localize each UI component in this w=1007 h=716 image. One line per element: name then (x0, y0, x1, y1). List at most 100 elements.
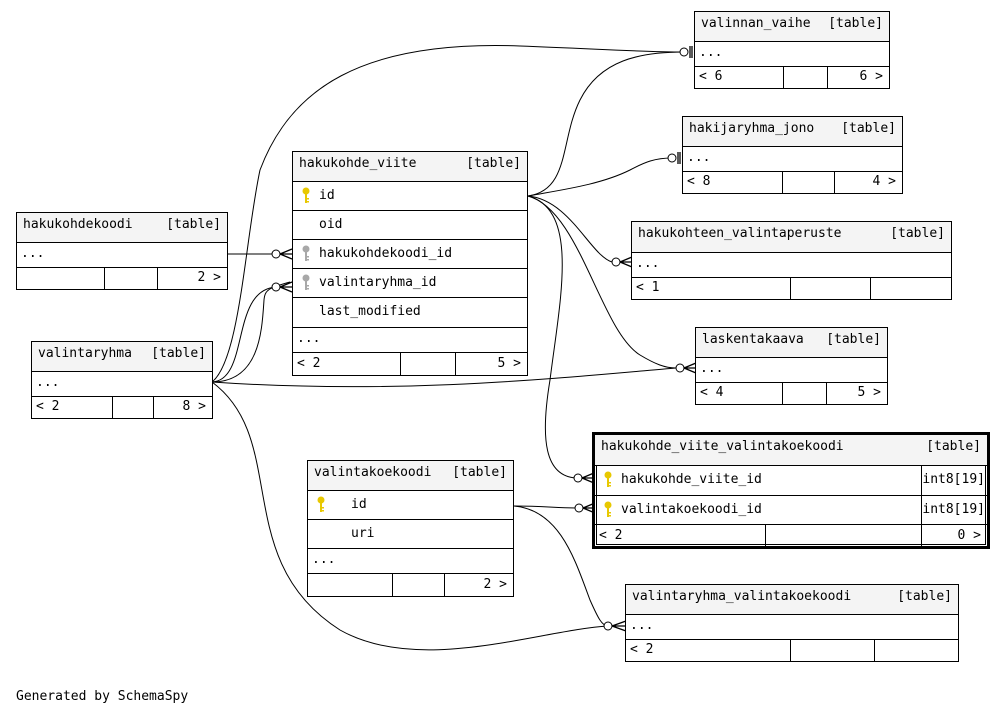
table-name[interactable]: hakukohdekoodi (23, 217, 133, 232)
table-name[interactable]: hakijaryhma_jono (689, 121, 815, 136)
relation-line (527, 51, 685, 197)
parents-count[interactable]: < 2 (32, 396, 113, 418)
table-header: valintaryhma [table] (32, 342, 212, 372)
parents-count[interactable] (308, 574, 393, 596)
table-tag: [table] (452, 465, 507, 480)
children-count[interactable]: 0 > (957, 528, 981, 543)
table-hakukohde-viite-valintakoekoodi[interactable]: hakukohde_viite_valintakoekoodi [table] … (592, 432, 990, 549)
table-name[interactable]: valintaryhma (38, 346, 132, 361)
parents-count[interactable]: < 2 (626, 639, 791, 661)
relation-many-marker (279, 281, 293, 293)
parents-count[interactable]: < 1 (632, 277, 791, 299)
children-count[interactable] (875, 639, 958, 661)
table-name[interactable]: laskentakaava (702, 332, 804, 347)
relation-line (211, 381, 609, 651)
relation-optional-marker (611, 257, 621, 267)
children-count[interactable] (871, 277, 951, 299)
column-name: id (351, 497, 367, 512)
ellipsis-text: ... (36, 375, 60, 390)
column-row[interactable]: valintakoekoodi_id int8[19] (595, 496, 987, 525)
children-count[interactable]: 8 > (182, 399, 206, 414)
table-valintaryhma[interactable]: valintaryhma [table] ... < 2 8 > (31, 341, 213, 419)
parents-count[interactable] (17, 267, 105, 289)
column-row[interactable]: oid (293, 211, 527, 240)
ellipsis-text: ... (699, 45, 723, 60)
table-name[interactable]: valintaryhma_valintakoekoodi (632, 589, 852, 604)
columns-placeholder: ... (696, 358, 887, 383)
table-valintaryhma-valintakoekoodi[interactable]: valintaryhma_valintakoekoodi [table] ...… (625, 584, 959, 662)
table-header: valintaryhma_valintakoekoodi [table] (626, 585, 958, 615)
table-name[interactable]: valintakoekoodi (314, 465, 432, 480)
column-row[interactable]: id (293, 182, 527, 211)
table-tag: [table] (897, 589, 952, 604)
columns-placeholder: ... (626, 615, 958, 640)
table-tag: [table] (926, 439, 981, 454)
table-hakijaryhma-jono[interactable]: hakijaryhma_jono [table] ... < 8 4 > (682, 116, 903, 194)
parents-count[interactable]: < 6 (695, 66, 784, 88)
key-icon (604, 471, 612, 487)
key-icon (302, 274, 310, 290)
relation-line (211, 45, 685, 383)
parents-count[interactable]: < 8 (683, 171, 783, 193)
ellipsis-text: ... (700, 361, 724, 376)
table-header: hakukohteen_valintaperuste [table] (632, 222, 951, 253)
column-row[interactable]: id (308, 491, 513, 520)
table-nav: < 4 5 > (696, 382, 887, 404)
column-row[interactable]: uri (308, 520, 513, 549)
table-header: hakijaryhma_jono [table] (683, 117, 902, 147)
children-count[interactable]: 2 > (483, 577, 507, 592)
children-count[interactable]: 2 > (197, 270, 221, 285)
relation-optional-marker (573, 473, 583, 483)
children-count[interactable]: 6 > (859, 69, 883, 84)
table-valintakoekoodi[interactable]: valintakoekoodi [table] id uri ... 2 > (307, 460, 514, 597)
column-row[interactable]: last_modified (293, 298, 527, 328)
table-nav: < 8 4 > (683, 171, 902, 193)
table-nav: < 6 6 > (695, 66, 889, 88)
column-row[interactable]: hakukohde_viite_id int8[19] (595, 466, 987, 496)
column-name: hakukohde_viite_id (621, 472, 762, 487)
nav-spacer (393, 574, 445, 596)
table-tag: [table] (841, 121, 896, 136)
columns-placeholder: ... (632, 253, 951, 278)
columns-placeholder: ... (308, 549, 513, 574)
children-count[interactable]: 5 > (497, 356, 521, 371)
relation-line (513, 505, 577, 509)
column-name: valintaryhma_id (319, 275, 437, 290)
table-name[interactable]: hakukohteen_valintaperuste (638, 226, 842, 241)
table-valinnan-vaihe[interactable]: valinnan_vaihe [table] ... < 6 6 > (694, 11, 890, 89)
table-nav: < 1 (632, 277, 951, 299)
nav-spacer (105, 267, 158, 289)
table-nav: 2 > (308, 574, 513, 596)
table-header: hakukohdekoodi [table] (17, 213, 227, 243)
table-hakukohteen-valintaperuste[interactable]: hakukohteen_valintaperuste [table] ... <… (631, 221, 952, 300)
parents-count[interactable]: < 4 (696, 382, 783, 404)
table-name[interactable]: valinnan_vaihe (701, 16, 811, 31)
relation-optional-marker (271, 282, 281, 292)
columns-placeholder: ... (32, 372, 212, 397)
nav-spacer (784, 66, 828, 88)
column-name: id (319, 188, 335, 203)
column-row[interactable]: valintaryhma_id (293, 269, 527, 298)
table-hakukohdekoodi[interactable]: hakukohdekoodi [table] ... 2 > (16, 212, 228, 290)
children-count[interactable]: 4 > (872, 174, 896, 189)
relation-optional-marker (271, 249, 281, 259)
table-tag: [table] (166, 217, 221, 232)
table-hakukohde-viite[interactable]: hakukohde_viite [table] id oid hakukohde… (292, 151, 528, 376)
relation-many-marker (611, 620, 627, 632)
key-icon (317, 496, 325, 512)
generator-credit: Generated by SchemaSpy (16, 689, 189, 704)
ellipsis-text: ... (297, 331, 321, 346)
table-name[interactable]: hakukohde_viite_valintakoekoodi (601, 439, 844, 454)
table-nav: < 2 8 > (32, 396, 212, 418)
children-count[interactable]: 5 > (857, 385, 881, 400)
table-name[interactable]: hakukohde_viite (299, 156, 417, 171)
relation-line (211, 281, 291, 383)
column-name: oid (319, 217, 343, 232)
table-laskentakaava[interactable]: laskentakaava [table] ... < 4 5 > (695, 327, 888, 405)
column-row[interactable]: hakukohdekoodi_id (293, 240, 527, 269)
parents-count[interactable]: < 2 (293, 353, 401, 375)
ellipsis-text: ... (630, 618, 654, 633)
key-icon (302, 187, 310, 203)
parents-count[interactable]: < 2 (595, 525, 766, 546)
